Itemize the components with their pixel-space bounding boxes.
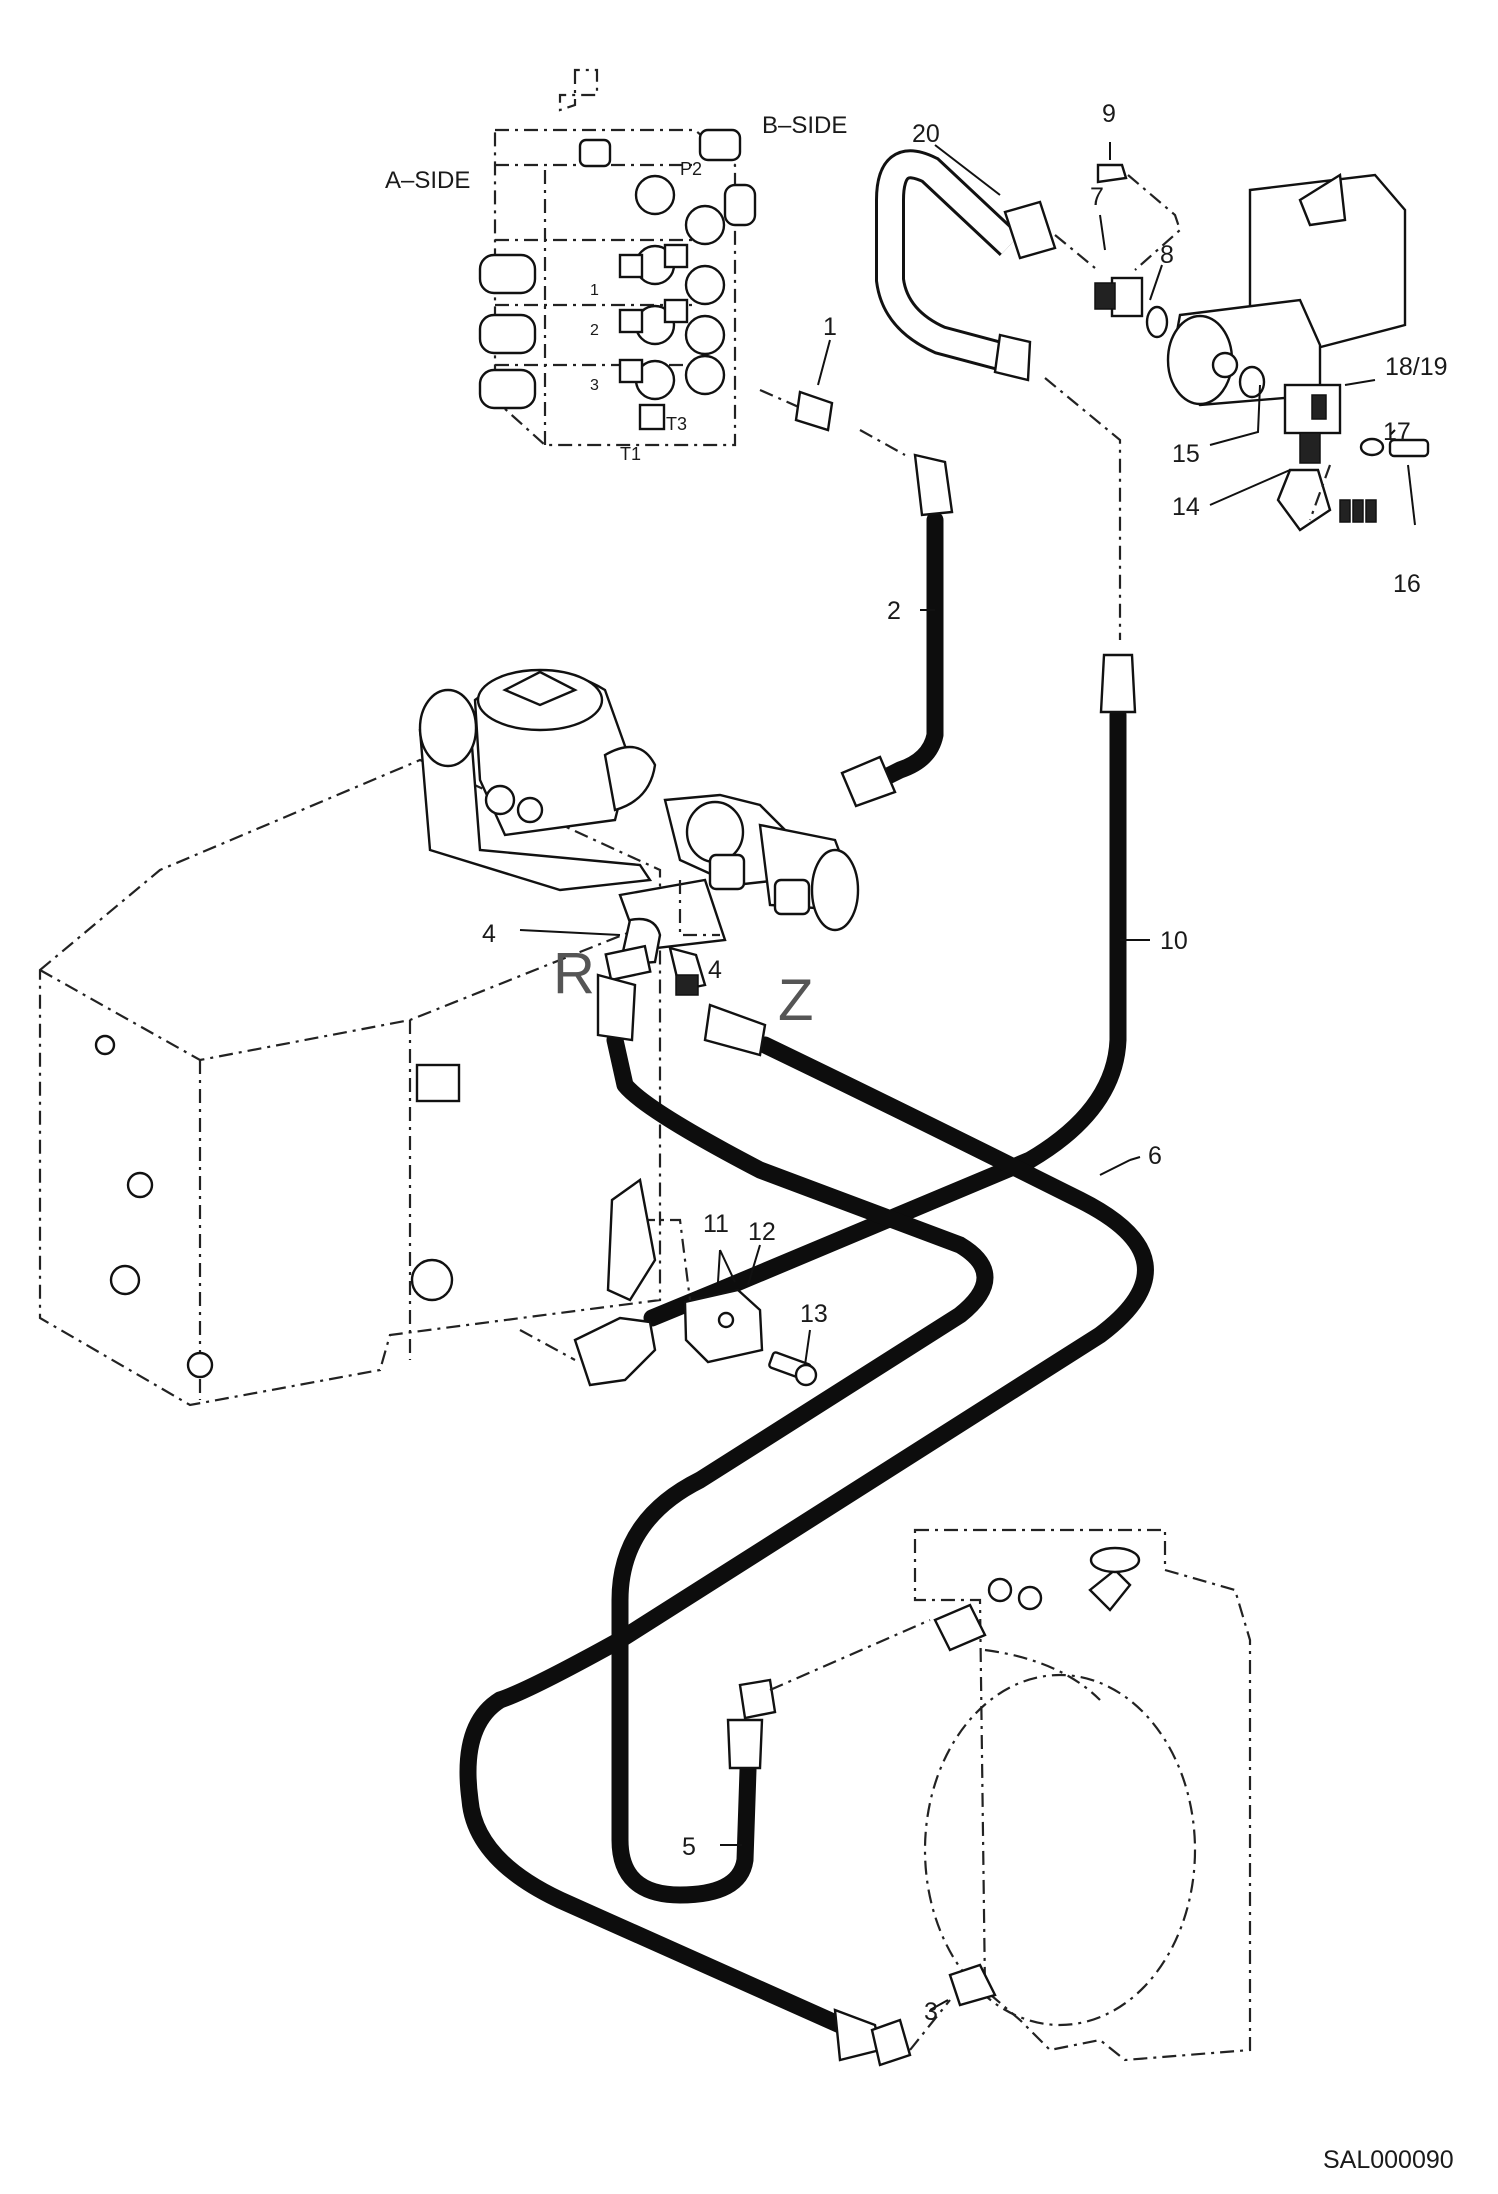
- port-label-p2: P2: [680, 159, 702, 179]
- hydraulic-pump: [1094, 163, 1430, 532]
- port-label-t1: T1: [620, 444, 641, 464]
- callout-1: 1: [823, 313, 837, 341]
- control-valve-block: B–SIDE A–SIDE P2 T3 T1 1 2 3: [385, 68, 847, 464]
- hose-10: [519, 653, 1137, 1387]
- callout-8: 8: [1160, 241, 1174, 269]
- hose-2: [759, 388, 954, 808]
- callout-4b: 4: [708, 956, 722, 984]
- supply-label-z: Z: [778, 968, 813, 1033]
- port-label-1: 1: [590, 282, 599, 299]
- hose-20: [875, 149, 1122, 640]
- oil-cooler: [909, 1528, 1252, 2062]
- callout-13: 13: [800, 1300, 828, 1328]
- callout-3: 3: [924, 1998, 938, 2026]
- hose-clamp: [606, 1177, 818, 1387]
- callout-11: 11: [703, 1210, 729, 1238]
- b-side-label: B–SIDE: [762, 112, 847, 139]
- callout-5: 5: [682, 1833, 696, 1861]
- hose-5: [596, 973, 994, 1904]
- a-side-label: A–SIDE: [385, 167, 470, 194]
- callout-17: 17: [1383, 418, 1411, 446]
- callout-16: 16: [1393, 570, 1421, 598]
- callout-2: 2: [887, 597, 901, 625]
- port-label-3: 3: [590, 377, 599, 394]
- filter-block: [418, 668, 860, 996]
- port-label-t3: T3: [666, 414, 687, 434]
- port-label-2: 2: [590, 322, 599, 339]
- callout-7: 7: [1090, 183, 1104, 211]
- callout-4a: 4: [482, 920, 496, 948]
- callout-9: 9: [1102, 100, 1116, 128]
- hydraulic-tank: [38, 758, 662, 1407]
- hose-6: [459, 1003, 1154, 2067]
- callout-12: 12: [748, 1218, 776, 1246]
- callout-15: 15: [1172, 440, 1200, 468]
- callout-14: 14: [1172, 493, 1200, 521]
- drawing-id: SAL000090: [1323, 2146, 1454, 2174]
- callout-18-19: 18/19: [1385, 353, 1448, 381]
- return-label-r: R: [553, 941, 595, 1006]
- callout-10: 10: [1160, 927, 1188, 955]
- callout-20: 20: [912, 120, 940, 148]
- callout-6: 6: [1148, 1142, 1162, 1170]
- callout-leaders: [519, 142, 1416, 2011]
- callout-numbers: 1 2 3 4 4 5 6 7 8 9 10 11 12 13 14 15 16…: [482, 100, 1448, 2026]
